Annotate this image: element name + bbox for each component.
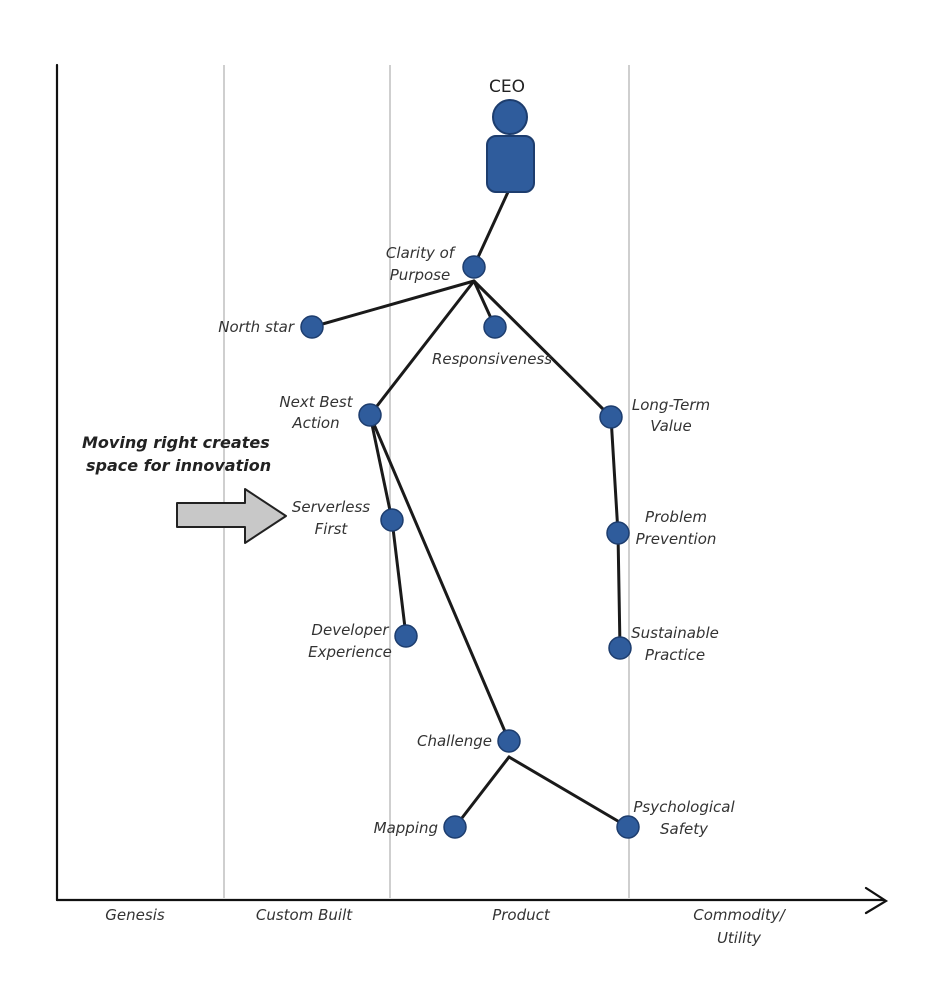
link-clarity-nextbest xyxy=(368,279,476,417)
label-sustainable-line2: Practice xyxy=(645,646,705,664)
label-developer-line1: Developer xyxy=(311,621,389,639)
node-long-term-value[interactable] xyxy=(599,405,623,429)
label-serverless-line2: First xyxy=(315,520,349,538)
link-clarity-northstar xyxy=(310,279,476,329)
label-serverless-line1: Serverless xyxy=(292,498,370,516)
link-ceo-clarity xyxy=(472,190,510,268)
right-arrow-icon xyxy=(176,488,287,544)
callout-line1: Moving right creates xyxy=(82,433,270,452)
node-problem-prevention[interactable] xyxy=(606,521,630,545)
node-north-star[interactable] xyxy=(300,315,324,339)
label-developer-line2: Experience xyxy=(308,643,392,661)
label-north-star: North star xyxy=(218,318,295,336)
node-developer-experience[interactable] xyxy=(394,624,418,648)
stage-label-product: Product xyxy=(492,906,551,924)
label-challenge: Challenge xyxy=(417,732,492,750)
node-mapping[interactable] xyxy=(443,815,467,839)
label-long-term-line2: Value xyxy=(650,417,691,435)
stage-label-genesis: Genesis xyxy=(105,906,165,924)
label-long-term-line1: Long-Term xyxy=(632,396,710,414)
link-serverless-developer xyxy=(390,518,408,638)
label-mapping: Mapping xyxy=(374,819,438,837)
label-clarity-line1: Clarity of xyxy=(386,244,457,262)
links xyxy=(310,190,630,829)
label-problem-line2: Prevention xyxy=(636,530,717,548)
label-problem-line1: Problem xyxy=(645,508,707,526)
label-next-best-line1: Next Best xyxy=(279,393,353,411)
link-challenge-psych xyxy=(507,755,630,829)
callout-line2: space for innovation xyxy=(86,456,271,475)
node-responsiveness[interactable] xyxy=(483,315,507,339)
label-psych-line2: Safety xyxy=(660,820,709,838)
node-next-best-action[interactable] xyxy=(358,403,382,427)
label-next-best-line2: Action xyxy=(291,414,339,432)
label-responsiveness: Responsiveness xyxy=(432,350,552,368)
node-clarity-of-purpose[interactable] xyxy=(462,255,486,279)
link-challenge-mapping xyxy=(453,755,511,829)
link-nextbest-challenge xyxy=(368,413,511,743)
ceo-user-icon xyxy=(486,99,535,193)
stage-label-custom-built: Custom Built xyxy=(256,906,353,924)
stage-label-commodity: Commodity/ xyxy=(693,906,786,924)
link-longterm-problem xyxy=(609,415,620,535)
link-nextbest-serverless xyxy=(368,413,394,522)
label-psych-line1: Psychological xyxy=(633,798,735,816)
label-sustainable-line1: Sustainable xyxy=(631,624,719,642)
link-problem-sustainable xyxy=(616,531,622,650)
node-sustainable-practice[interactable] xyxy=(608,636,632,660)
ceo-label: CEO xyxy=(489,77,525,97)
node-challenge[interactable] xyxy=(497,729,521,753)
label-clarity-line2: Purpose xyxy=(390,266,450,284)
node-serverless-first[interactable] xyxy=(380,508,404,532)
link-clarity-longterm xyxy=(472,279,613,419)
x-axis-arrowhead xyxy=(864,886,889,915)
stage-label-utility: Utility xyxy=(717,929,762,947)
node-psychological-safety[interactable] xyxy=(616,815,640,839)
